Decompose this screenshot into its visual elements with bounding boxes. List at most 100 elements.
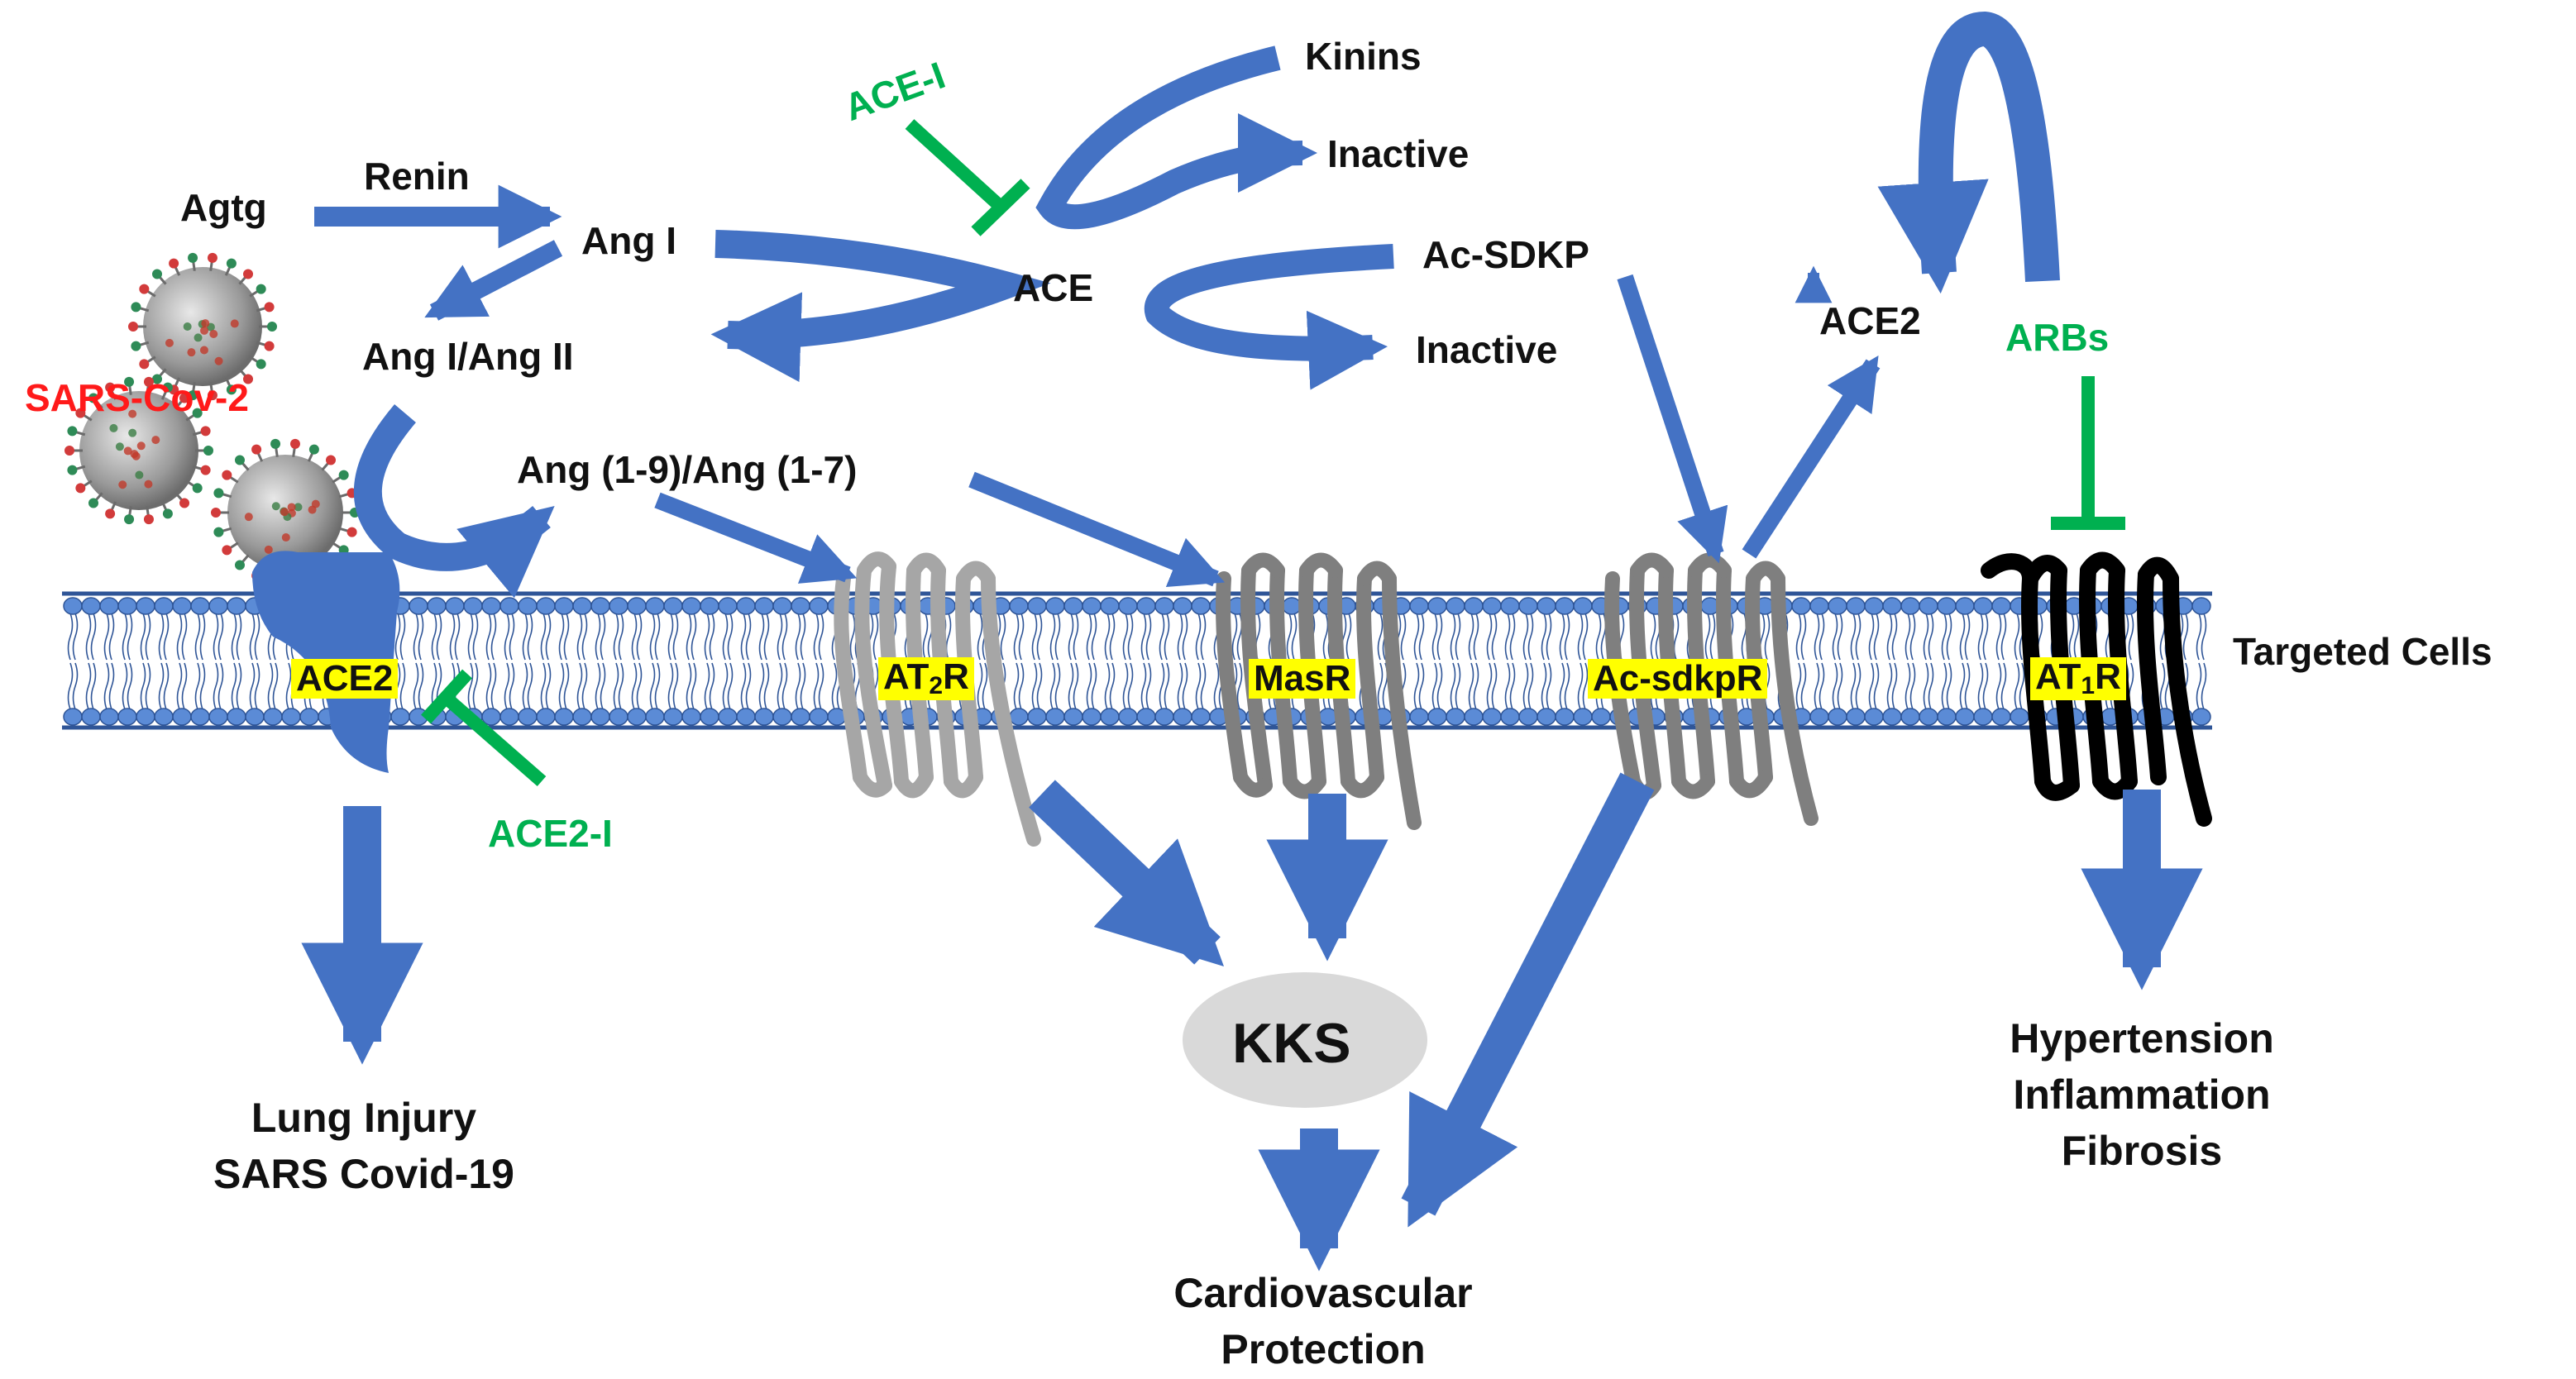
virus-surface-dot (282, 533, 290, 542)
virus-spike-tip (213, 527, 223, 537)
lipid-head (1974, 598, 1992, 614)
virus-surface-dot (187, 348, 195, 356)
lipid-head (1883, 709, 1901, 725)
virus-surface-dot (151, 436, 160, 444)
lipid-head (664, 598, 682, 614)
lipid-head (682, 598, 700, 614)
lipid-head (1519, 598, 1537, 614)
lipid-head (500, 598, 519, 614)
lipid-head (664, 709, 682, 725)
virus-spike-tip (139, 284, 149, 294)
lipid-head (1010, 709, 1028, 725)
lipid-head (555, 709, 573, 725)
virus-spike-tip (201, 465, 211, 475)
lipid-head (1919, 598, 1938, 614)
lipid-head (227, 598, 246, 614)
lipid-head (500, 709, 519, 725)
virus-spike-tip (213, 488, 223, 498)
virus-spike-tip (131, 302, 141, 312)
virus-surface-dot (200, 327, 208, 335)
virus-surface-dot (288, 503, 296, 511)
lipid-head (482, 709, 500, 725)
lipid-head (2010, 709, 2029, 725)
virus-spike-tip (256, 284, 266, 294)
lipid-head (2192, 709, 2210, 725)
lipid-head (1192, 598, 1210, 614)
virus-spike-tip (193, 483, 203, 493)
virus-spike-tip (188, 253, 198, 263)
lipid-head (519, 598, 537, 614)
lipid-head (555, 598, 573, 614)
lipid-head (1956, 598, 1974, 614)
virus-spike-tip (163, 508, 173, 518)
lipid-head (737, 709, 755, 725)
lipid-head (264, 709, 282, 725)
lipid-head (628, 598, 646, 614)
lipid-head (1938, 709, 1956, 725)
virus-spike-tip (201, 426, 211, 436)
lipid-head (810, 598, 828, 614)
arrow-acsdkp-to-inactive (1157, 256, 1393, 349)
hypertension-line-2: Inflammation (1935, 1066, 2349, 1123)
virus-surface-dot (116, 442, 124, 451)
arrow-acsdkpr-to-cardio (1418, 781, 1637, 1207)
inactive-label-2: Inactive (1416, 331, 1557, 369)
virus-surface-dot (124, 446, 132, 455)
lipid-head (409, 598, 428, 614)
virus-spike-tip (222, 545, 232, 555)
lipid-head (1119, 598, 1137, 614)
arrow-ace-ang-i-to-ang-ii (715, 244, 1005, 335)
ace2-upregulated-label: ACE2 (1819, 302, 1921, 340)
lipid-head (1847, 709, 1865, 725)
virus-spike-tip (131, 341, 141, 351)
virus-spike-tip (105, 508, 115, 518)
lipid-head (1865, 709, 1883, 725)
virus-surface-dot (194, 333, 203, 341)
lipid-head (1465, 709, 1483, 725)
lipid-head (1574, 709, 1592, 725)
virus-spike-tip (243, 270, 253, 279)
virus-spike-tip (251, 445, 261, 455)
lipid-head (591, 709, 609, 725)
virus-spike-tip (208, 253, 217, 263)
lipid-head (519, 709, 537, 725)
virus-spike-tip (347, 527, 357, 537)
sars-cov-2-label: SARS-Cov-2 (25, 379, 249, 417)
virus-spike-tip (256, 359, 266, 369)
virus-surface-dot (308, 506, 317, 514)
virus-spike-tip (270, 439, 280, 449)
cardio-line-2: Protection (1116, 1321, 1530, 1377)
lipid-head (64, 598, 82, 614)
virus-surface-dot (184, 322, 192, 331)
lipid-head (2192, 598, 2210, 614)
lipid-head (136, 598, 155, 614)
lipid-head (700, 598, 719, 614)
lipid-head (1446, 709, 1465, 725)
virus-spike-tip (235, 456, 245, 465)
lung-injury-line-1: Lung Injury (198, 1090, 529, 1146)
lipid-head (1792, 598, 1810, 614)
lipid-head (1046, 709, 1064, 725)
sars-cov-2-virus-icons (65, 253, 360, 586)
lipid-head (1155, 709, 1173, 725)
lipid-head (1428, 598, 1446, 614)
lipid-head (82, 598, 100, 614)
lipid-head (1919, 709, 1938, 725)
lipid-head (1828, 709, 1847, 725)
lipid-head (1501, 709, 1519, 725)
lipid-head (1446, 598, 1465, 614)
lipid-head (1410, 709, 1428, 725)
virus-spike-tip (67, 426, 77, 436)
masr-receptor-tag: MasR (1249, 659, 1355, 699)
arrow-ace2-to-ang-17 (368, 413, 542, 557)
virus-spike-tip (203, 446, 213, 456)
virus-spike-tip (227, 259, 237, 269)
lipid-head (755, 598, 773, 614)
lipid-head (209, 709, 227, 725)
lipid-head (1173, 709, 1192, 725)
lipid-head (1537, 709, 1556, 725)
virus-spike-tip (265, 302, 275, 312)
lipid-head (1192, 709, 1210, 725)
arrow-at2r-to-kks (1042, 794, 1207, 951)
